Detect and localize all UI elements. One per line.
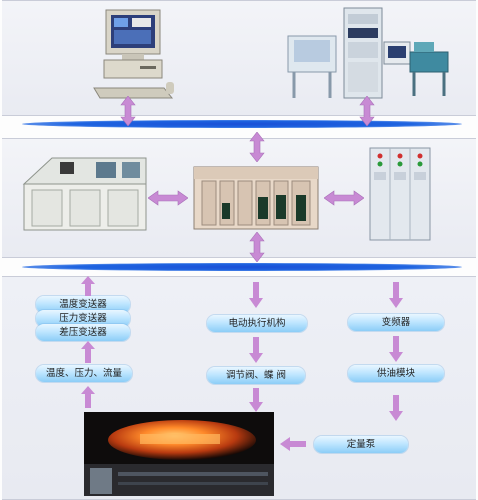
left-arrow-pump-to-furnace-icon (280, 437, 306, 451)
test-bench-equipment-icon (287, 7, 449, 99)
plc-controller-icon (193, 166, 319, 230)
down-arrow-actuator-to-valve-icon (249, 337, 263, 363)
down-arrow-oil-supply-to-pump-icon (389, 395, 403, 421)
label-frequency-inverter: 变频器 (348, 314, 444, 331)
furnace-production-photo (84, 412, 274, 496)
lower-network-bus (22, 263, 462, 271)
workstation-computer-icon (93, 9, 174, 99)
double-arrow-computer-to-bus-icon (120, 96, 136, 126)
down-arrow-bus-to-inverter-icon (389, 282, 403, 308)
upper-network-bus (22, 120, 462, 128)
double-arrow-plc-to-lower-bus-icon (249, 232, 265, 262)
down-arrow-inverter-to-oil-supply-icon (389, 336, 403, 362)
up-arrow-furnace-to-sensors-icon (81, 386, 95, 408)
label-differential-pressure-transmitter: 差压变送器 (36, 324, 130, 341)
electrical-cabinet-icon (369, 147, 431, 241)
up-arrow-sensors-to-transmitters-icon (81, 341, 95, 363)
label-pressure-transmitter: 压力变送器 (36, 310, 130, 327)
label-electric-actuator: 电动执行机构 (207, 315, 307, 332)
control-console-icon (22, 157, 147, 231)
label-sensors: 温度、压力、流量 (36, 365, 132, 382)
double-arrow-bench-to-bus-icon (359, 96, 375, 126)
double-arrow-console-to-plc-icon (148, 190, 188, 206)
up-arrow-transmitters-to-bus-icon (81, 276, 95, 296)
label-temperature-transmitter: 温度变送器 (36, 296, 130, 313)
label-regulating-valve: 调节阀、蝶 阀 (207, 367, 305, 384)
label-fixed-displacement-pump: 定量泵 (314, 436, 408, 453)
down-arrow-bus-to-actuator-icon (249, 282, 263, 308)
label-oil-supply-module: 供油模块 (348, 365, 444, 382)
double-arrow-bus-to-plc-icon (249, 132, 265, 162)
double-arrow-plc-to-cabinet-icon (324, 190, 364, 206)
down-arrow-valve-to-furnace-icon (249, 388, 263, 412)
